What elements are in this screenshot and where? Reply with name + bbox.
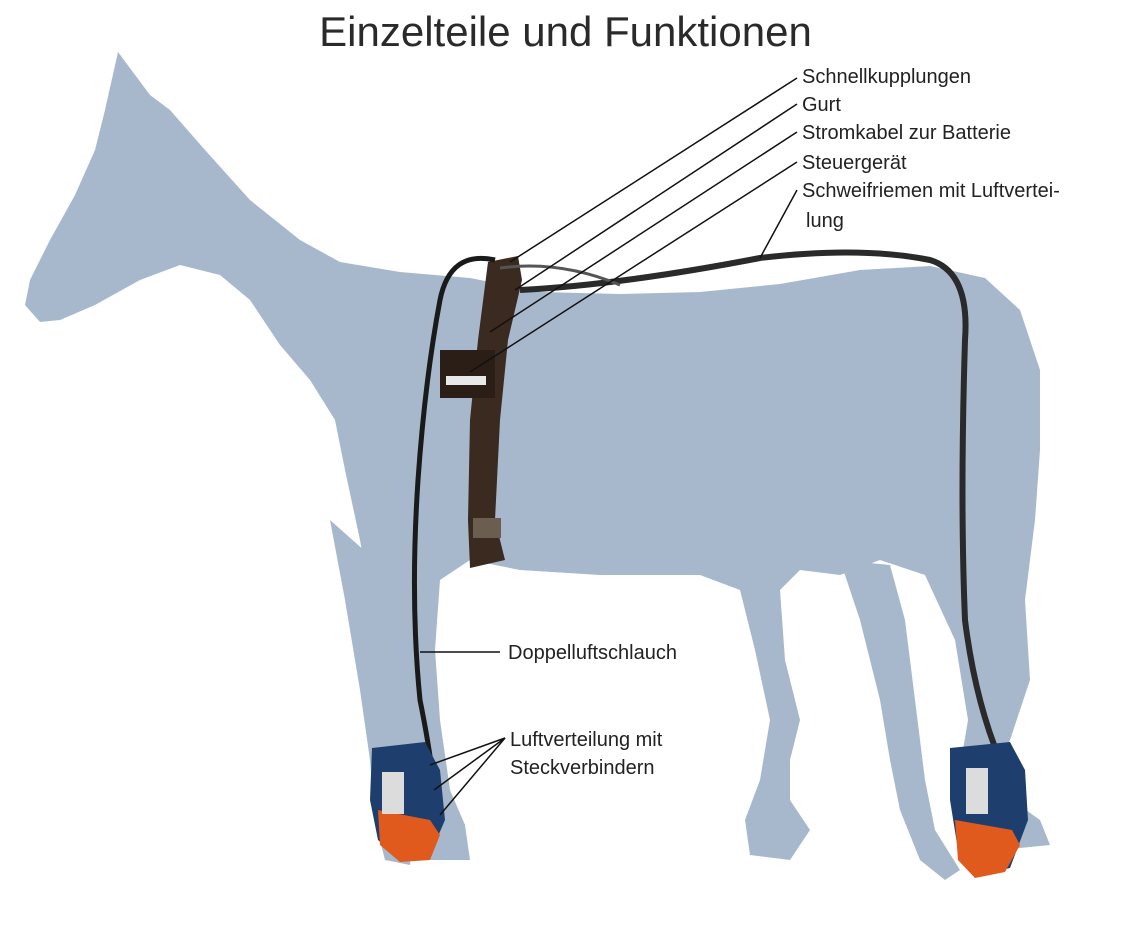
label-steuergeraet: Steuergerät xyxy=(802,150,907,176)
leader-schnellkupplungen xyxy=(510,78,797,262)
label-schnellkupplungen: Schnellkupplungen xyxy=(802,64,971,90)
girth-buckle xyxy=(473,518,501,538)
control-unit-label xyxy=(446,376,486,385)
label-schweifriemen-line1: Schweifriemen mit Luftvertei- xyxy=(802,178,1060,204)
label-gurt: Gurt xyxy=(802,92,841,118)
hind-boot-tag xyxy=(966,768,988,814)
label-schweifriemen-line2: lung xyxy=(806,208,844,234)
front-boot-tag xyxy=(382,772,404,814)
label-doppelluftschlauch: Doppelluftschlauch xyxy=(508,640,677,666)
control-unit xyxy=(440,350,495,398)
label-luftverteilung-line1: Luftverteilung mit xyxy=(510,727,662,753)
label-stromkabel: Stromkabel zur Batterie xyxy=(802,120,1011,146)
label-luftverteilung-line2: Steckverbindern xyxy=(510,755,655,781)
leader-gurt xyxy=(515,104,797,290)
page-title: Einzelteile und Funktionen xyxy=(0,8,1131,56)
leader-schweifriemen xyxy=(760,190,797,258)
